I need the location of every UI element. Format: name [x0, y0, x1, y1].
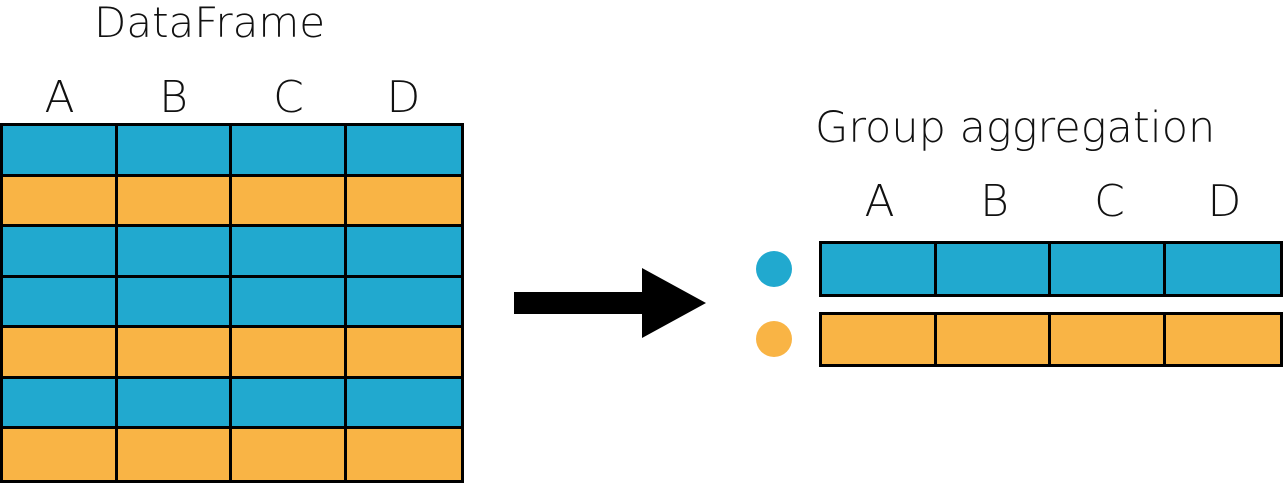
dataframe-cell: [232, 328, 347, 379]
aggregation-col-b: B: [980, 176, 1009, 227]
aggregation-col-c: C: [1094, 176, 1125, 227]
dataframe-col-d: D: [386, 72, 421, 123]
aggregation-cell: [822, 244, 937, 294]
dataframe-cell: [232, 176, 347, 228]
dataframe-title: DataFrame: [94, 0, 326, 47]
aggregation-col-d: D: [1207, 176, 1242, 227]
dataframe-col-a: A: [44, 72, 75, 123]
dataframe-cell: [117, 378, 232, 430]
aggregation-cell: [1051, 315, 1166, 364]
right-arrow-icon: [514, 268, 706, 338]
aggregation-cell: [822, 315, 937, 364]
dataframe-cell: [232, 429, 347, 480]
dataframe-table: [0, 123, 464, 483]
dataframe-cell: [117, 126, 232, 177]
dataframe-cell: [346, 378, 461, 430]
aggregation-cell: [936, 315, 1051, 364]
dataframe-cell: [3, 378, 118, 430]
aggregation-cell: [1165, 244, 1280, 294]
dataframe-cell: [117, 176, 232, 228]
dataframe-cell: [232, 277, 347, 329]
aggregation-title: Group aggregation: [815, 103, 1216, 153]
dataframe-cell: [3, 227, 118, 278]
aggregation-cell: [1165, 315, 1280, 364]
dataframe-cell: [346, 429, 461, 480]
dataframe-cell: [346, 328, 461, 379]
dataframe-cell: [3, 277, 118, 329]
dataframe-cell: [117, 277, 232, 329]
dataframe-col-b: B: [159, 72, 188, 123]
dataframe-cell: [232, 378, 347, 430]
dataframe-cell: [3, 328, 118, 379]
dataframe-cell: [3, 429, 118, 480]
dataframe-col-c: C: [273, 72, 304, 123]
dataframe-cell: [3, 126, 118, 177]
orange-circle-icon: [756, 321, 792, 357]
dataframe-cell: [346, 277, 461, 329]
aggregation-col-a: A: [864, 176, 895, 227]
aggregation-row-orange: [819, 312, 1283, 367]
aggregation-row-blue: [819, 241, 1283, 297]
dataframe-cell: [117, 429, 232, 480]
dataframe-cell: [346, 176, 461, 228]
dataframe-cell: [346, 126, 461, 177]
dataframe-cell: [3, 176, 118, 228]
blue-circle-icon: [756, 251, 792, 287]
aggregation-cell: [936, 244, 1051, 294]
aggregation-cell: [1051, 244, 1166, 294]
dataframe-cell: [232, 126, 347, 177]
dataframe-cell: [117, 227, 232, 278]
dataframe-cell: [346, 227, 461, 278]
dataframe-cell: [117, 328, 232, 379]
dataframe-cell: [232, 227, 347, 278]
